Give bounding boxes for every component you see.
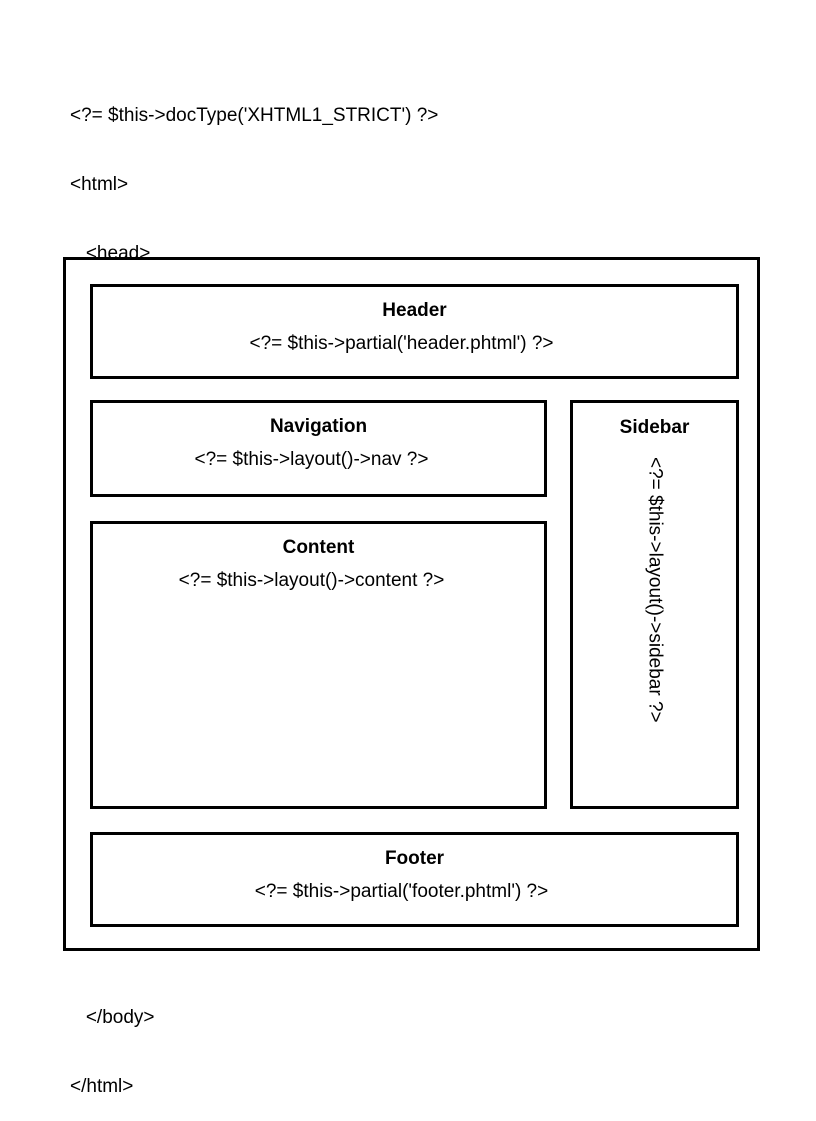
region-sidebar-code: <?= $this->layout()->sidebar ?> bbox=[644, 457, 666, 723]
region-content-title: Content bbox=[282, 537, 355, 558]
region-header-code: <?= $this->partial('header.phtml') ?> bbox=[249, 333, 554, 354]
region-sidebar: Sidebar <?= $this->layout()->sidebar ?> bbox=[570, 400, 739, 809]
region-content-code: <?= $this->layout()->content ?> bbox=[178, 570, 445, 591]
code-block-bottom: </body> </html> bbox=[70, 960, 155, 1121]
code-line-doctype: <?= $this->docType('XHTML1_STRICT') ?> bbox=[70, 105, 439, 126]
code-line-body-close: </body> bbox=[70, 1007, 155, 1028]
region-header-title: Header bbox=[382, 300, 447, 321]
region-navigation-title: Navigation bbox=[269, 416, 368, 437]
region-navigation-code: <?= $this->layout()->nav ?> bbox=[194, 449, 429, 470]
region-content: Content <?= $this->layout()->content ?> bbox=[90, 521, 547, 809]
layout-frame: Header <?= $this->partial('header.phtml'… bbox=[63, 257, 760, 951]
region-header: Header <?= $this->partial('header.phtml'… bbox=[90, 284, 739, 379]
code-line-html-open: <html> bbox=[70, 174, 129, 195]
region-footer-code: <?= $this->partial('footer.phtml') ?> bbox=[254, 881, 549, 902]
region-sidebar-title: Sidebar bbox=[619, 417, 690, 438]
code-line-html-close: </html> bbox=[70, 1076, 134, 1097]
region-sidebar-code-wrap: <?= $this->layout()->sidebar ?> bbox=[573, 457, 736, 806]
region-footer-title: Footer bbox=[384, 848, 445, 869]
region-footer: Footer <?= $this->partial('footer.phtml'… bbox=[90, 832, 739, 927]
region-navigation: Navigation <?= $this->layout()->nav ?> bbox=[90, 400, 547, 497]
